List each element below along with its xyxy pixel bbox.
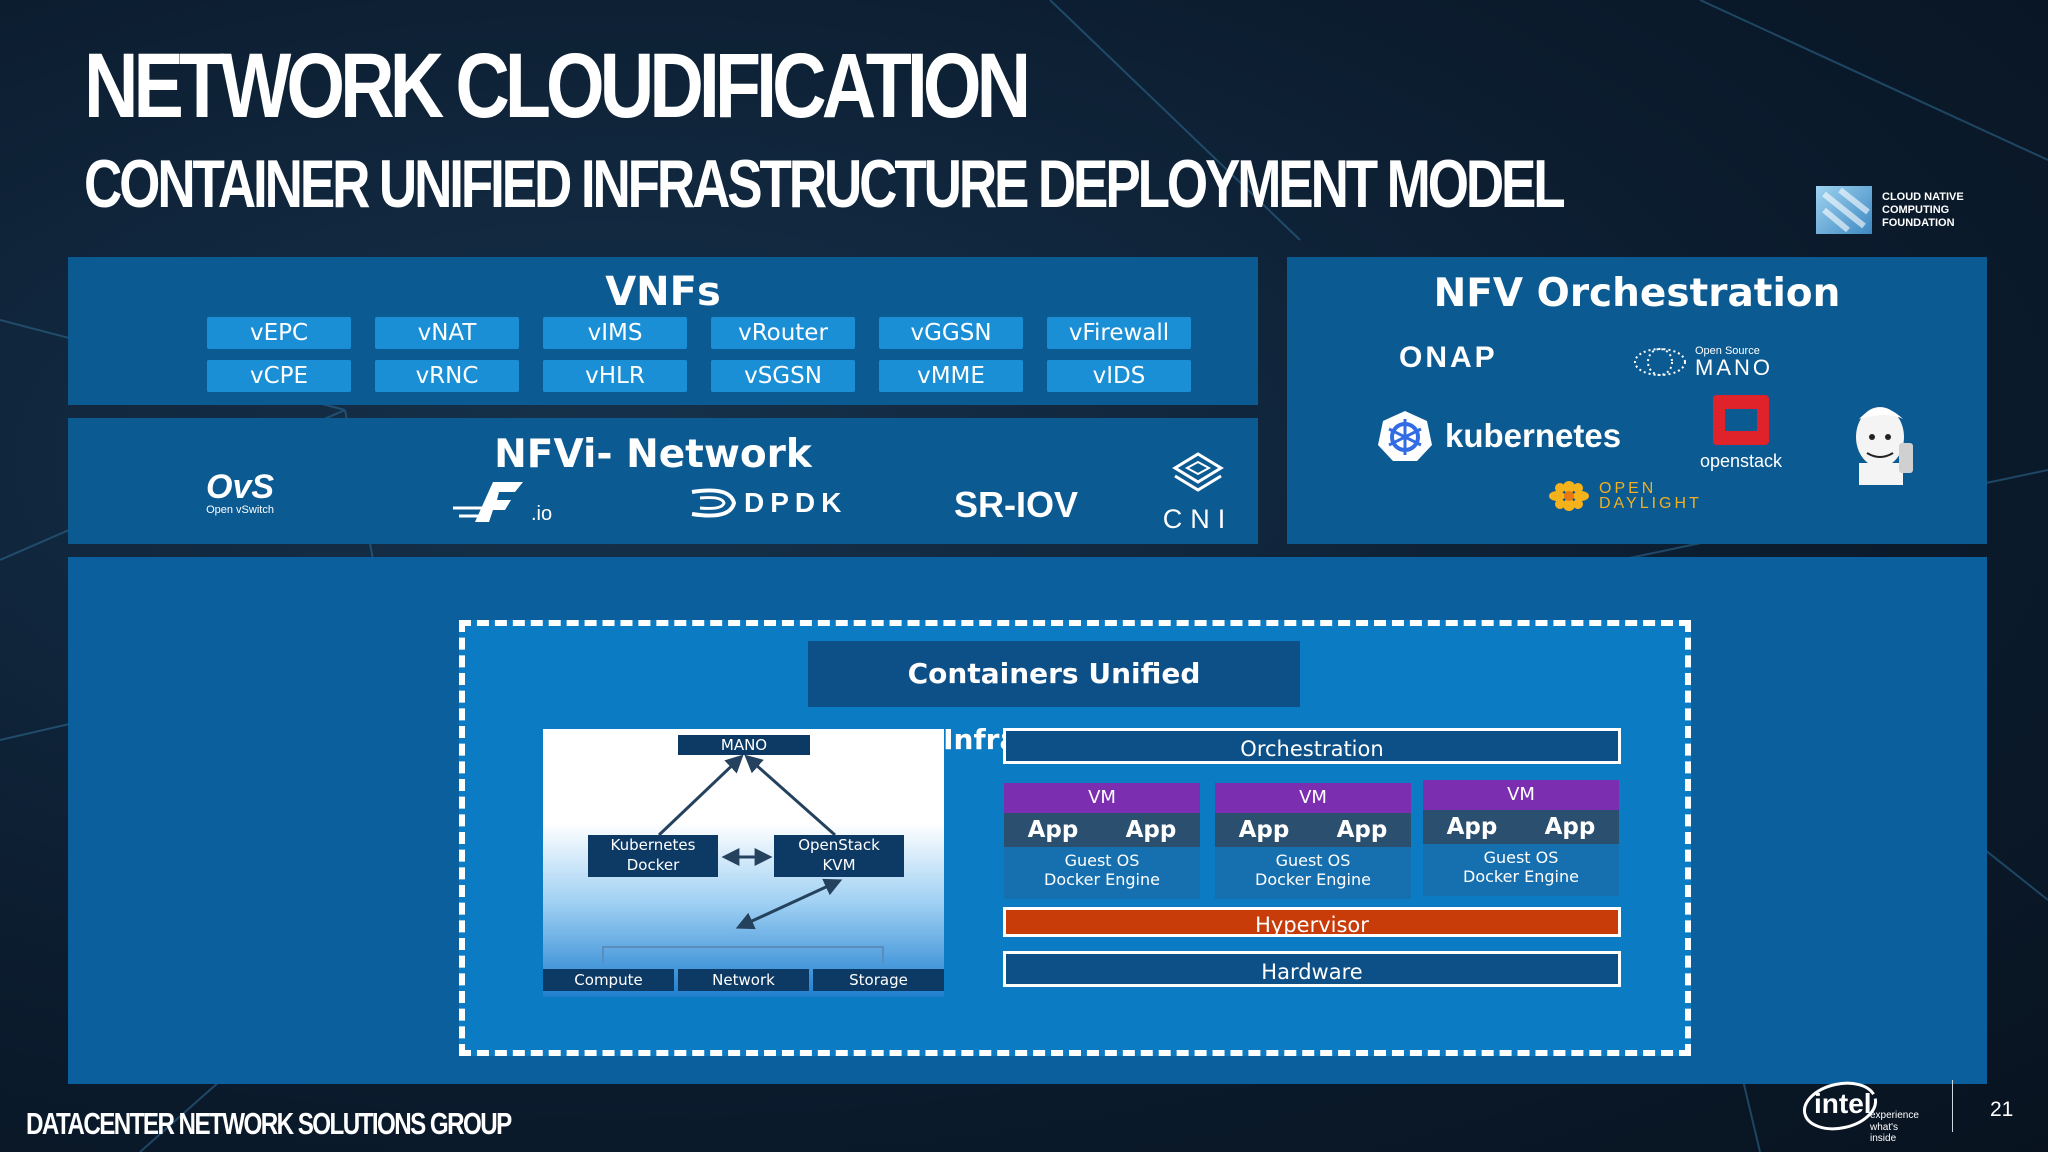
vm-label: VM — [1004, 783, 1200, 813]
intel-text: intel — [1814, 1088, 1872, 1119]
guest-os-label: Guest OS — [1064, 851, 1140, 870]
osm-small-text: Open Source — [1695, 345, 1760, 357]
cui-title: Containers Unified Infrastructure — [808, 641, 1300, 756]
vnf-chip: vIDS — [1047, 360, 1191, 392]
vnf-chip: vSGSN — [711, 360, 855, 392]
fdio-icon — [453, 482, 523, 522]
mano-arrows — [602, 754, 884, 963]
vnf-chip: vEPC — [207, 317, 351, 349]
vnf-chip: vGGSN — [879, 317, 1023, 349]
kubernetes-wheel-icon — [1378, 411, 1432, 461]
intel-tagline-2: what's inside — [1870, 1122, 1899, 1144]
guest-os-label: Guest OS — [1275, 851, 1351, 870]
openstack-logo: openstack — [1691, 393, 1791, 472]
cncf-logo: CLOUD NATIVE COMPUTING FOUNDATION — [1816, 186, 1964, 234]
ovs-logo: OvS Open vSwitch — [206, 470, 274, 516]
page-subtitle: CONTAINER UNIFIED INFRASTRUCTURE DEPLOYM… — [84, 146, 1566, 222]
openstack-kvm-node: OpenStack KVM — [774, 835, 904, 877]
guest-os-label: Guest OS — [1483, 848, 1559, 867]
kubernetes-text: kubernetes — [1445, 417, 1622, 454]
footer-divider — [1952, 1080, 1953, 1132]
kubernetes-node-label: Kubernetes — [610, 836, 696, 854]
osm-globe-icon — [1634, 348, 1686, 376]
osm-text: MANO — [1695, 355, 1773, 380]
vnf-chip: vIMS — [543, 317, 687, 349]
app-label: App — [1544, 814, 1596, 840]
dpdk-logo: DPDK — [690, 486, 847, 520]
vnf-chip: vMME — [879, 360, 1023, 392]
vm-column: VM App App Guest OS Docker Engine — [1423, 780, 1619, 896]
vnfs-title: VNFs — [605, 269, 721, 315]
openstack-node-label: OpenStack — [798, 836, 880, 854]
docker-node-label: Docker — [626, 856, 680, 874]
nfvi-network-panel: NFVi- Network OvS Open vSwitch .io DPDK … — [68, 418, 1258, 544]
hardware-bar: Hardware — [1003, 951, 1621, 987]
dpdk-text: DPDK — [744, 487, 848, 518]
nfvi-title: NFVi- Network — [494, 432, 812, 477]
odl-text-2: DAYLIGHT — [1599, 495, 1702, 512]
intel-tagline-1: experience — [1870, 1110, 1919, 1121]
app-label: App — [1027, 817, 1079, 843]
app-label: App — [1238, 817, 1290, 843]
app-label: App — [1336, 817, 1388, 843]
intel-swirl-icon — [1802, 1081, 1878, 1131]
opendaylight-logo: OPEN DAYLIGHT — [1547, 480, 1702, 512]
fdio-logo: .io — [453, 478, 552, 526]
page-number: 21 — [1990, 1098, 2014, 1121]
openstack-text: openstack — [1699, 451, 1783, 471]
odl-text-1: OPEN — [1599, 480, 1657, 497]
storage-node: Storage — [813, 969, 944, 991]
kubernetes-logo: kubernetes — [1377, 409, 1621, 463]
page-title: NETWORK CLOUDIFICATION — [84, 35, 1031, 137]
fdio-text: .io — [531, 503, 553, 525]
vm-label: VM — [1423, 780, 1619, 810]
sriov-text: SR-IOV — [954, 484, 1079, 525]
vnf-chip: vNAT — [375, 317, 519, 349]
vnf-chip: vFirewall — [1047, 317, 1191, 349]
dpdk-swoosh-icon — [691, 488, 737, 518]
opendaylight-flower-icon — [1549, 481, 1589, 511]
compute-node: Compute — [543, 969, 674, 991]
vnfs-panel: VNFs vEPC vNAT vIMS vRouter vGGSN vFirew… — [68, 257, 1258, 405]
vm-column: VM App App Guest OS Docker Engine — [1215, 783, 1411, 899]
cni-icon — [1172, 452, 1224, 492]
jenkins-mascot-icon — [1847, 397, 1917, 493]
cncf-line-3: FOUNDATION — [1882, 216, 1955, 229]
nfv-orchestration-panel: NFV Orchestration ONAP Open Source MANO … — [1287, 257, 1987, 544]
cncf-icon — [1816, 186, 1872, 234]
ovs-subtext: Open vSwitch — [206, 504, 274, 516]
kubernetes-docker-node: Kubernetes Docker — [588, 835, 718, 877]
app-label: App — [1446, 814, 1498, 840]
nfv-orchestration-title: NFV Orchestration — [1433, 271, 1841, 316]
vm-label: VM — [1215, 783, 1411, 813]
cni-logo: CNI — [1148, 452, 1248, 535]
docker-engine-label: Docker Engine — [1255, 870, 1371, 889]
app-label: App — [1125, 817, 1177, 843]
openstack-icon — [1713, 395, 1769, 445]
vm-column: VM App App Guest OS Docker Engine — [1004, 783, 1200, 899]
footer-group-name: DATACENTER NETWORK SOLUTIONS GROUP — [26, 1106, 512, 1141]
docker-engine-label: Docker Engine — [1044, 870, 1160, 889]
mano-node: MANO — [678, 735, 810, 755]
vnf-chip: vRouter — [711, 317, 855, 349]
cni-text: CNI — [1162, 504, 1234, 534]
orchestration-bar: Orchestration — [1003, 728, 1621, 764]
onap-logo: ONAP — [1399, 341, 1498, 374]
osm-logo: Open Source MANO — [1633, 345, 1773, 379]
cncf-line-1: CLOUD NATIVE — [1882, 190, 1964, 203]
cncf-line-2: COMPUTING — [1882, 203, 1950, 216]
vnf-chip: vHLR — [543, 360, 687, 392]
mano-diagram: MANO Kubernetes Docker OpenStack KVM Com… — [543, 729, 944, 997]
network-node: Network — [678, 969, 809, 991]
docker-engine-label: Docker Engine — [1463, 867, 1579, 886]
vnf-chip: vCPE — [207, 360, 351, 392]
ovs-text: OvS — [206, 468, 275, 506]
hypervisor-bar: Hypervisor — [1003, 907, 1621, 937]
kvm-node-label: KVM — [822, 856, 856, 874]
vnf-chip: vRNC — [375, 360, 519, 392]
